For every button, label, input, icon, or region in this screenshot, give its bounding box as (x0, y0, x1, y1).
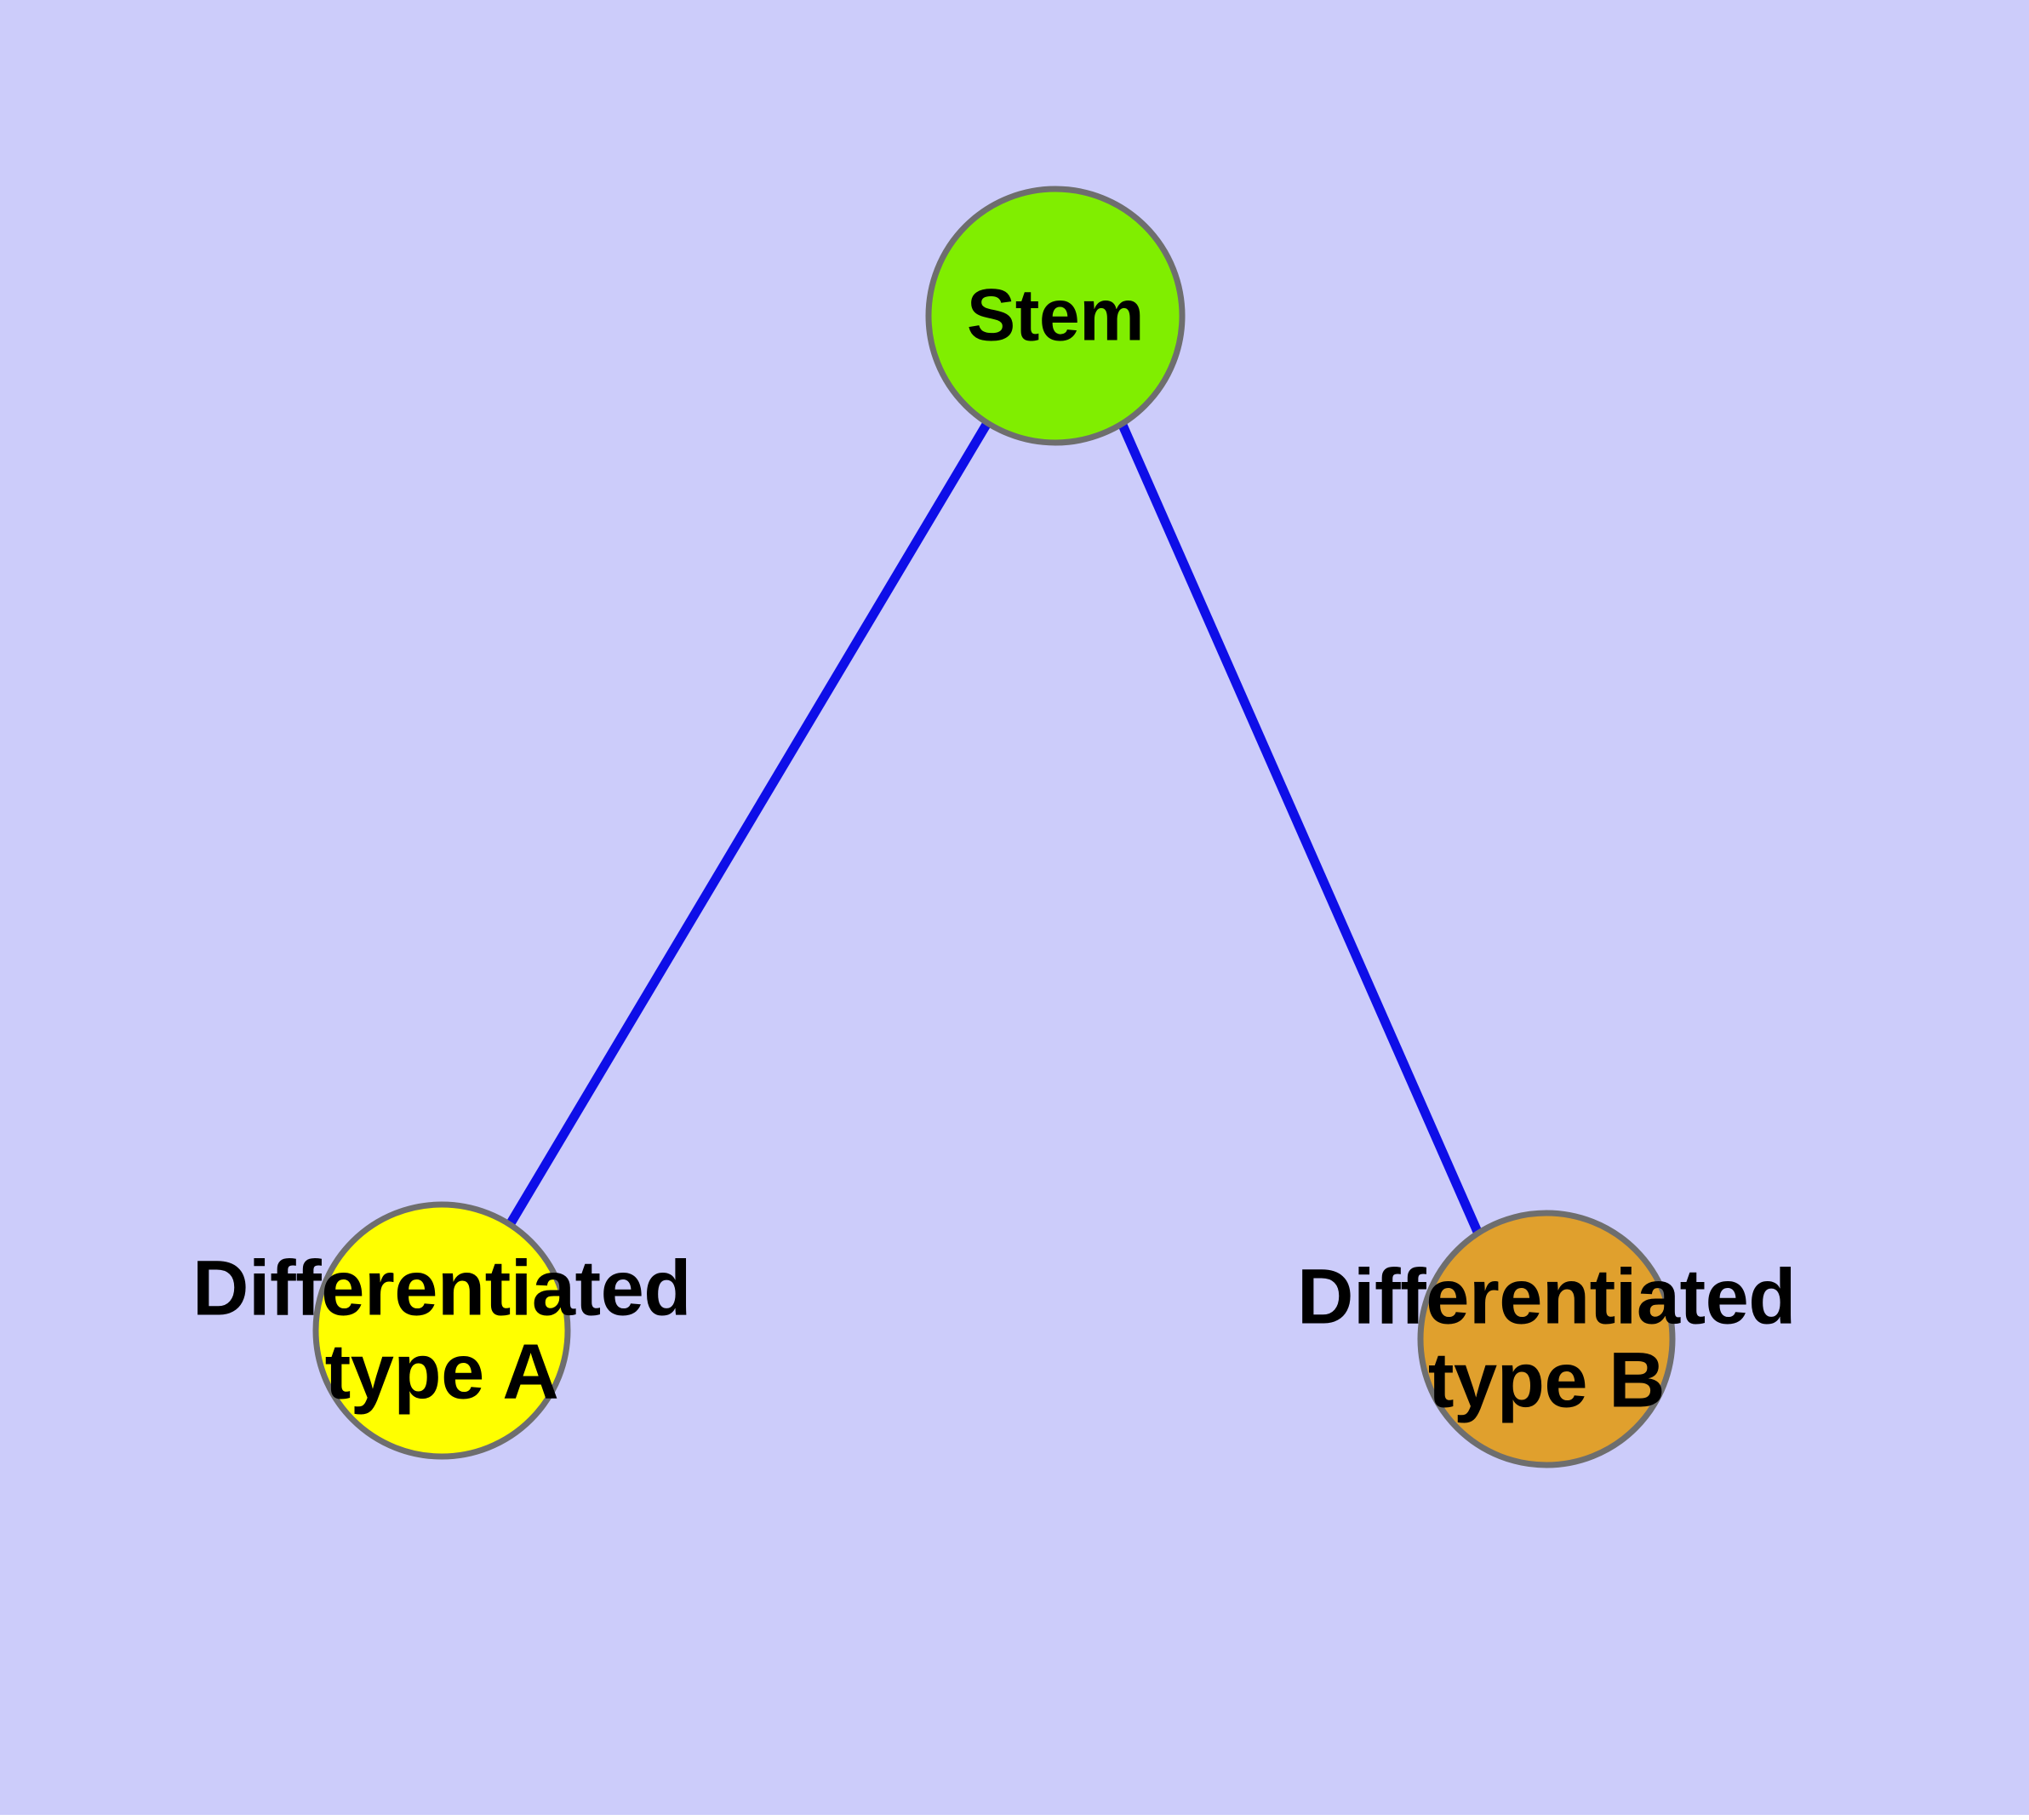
node-differentiated-type-a[interactable] (312, 1201, 571, 1460)
edge-stem-to-differentiated-a[interactable] (506, 421, 992, 1226)
node-stem[interactable] (925, 186, 1186, 446)
edge-stem-to-differentiated-b[interactable] (1117, 421, 1483, 1234)
node-differentiated-type-b[interactable] (1417, 1210, 1676, 1468)
